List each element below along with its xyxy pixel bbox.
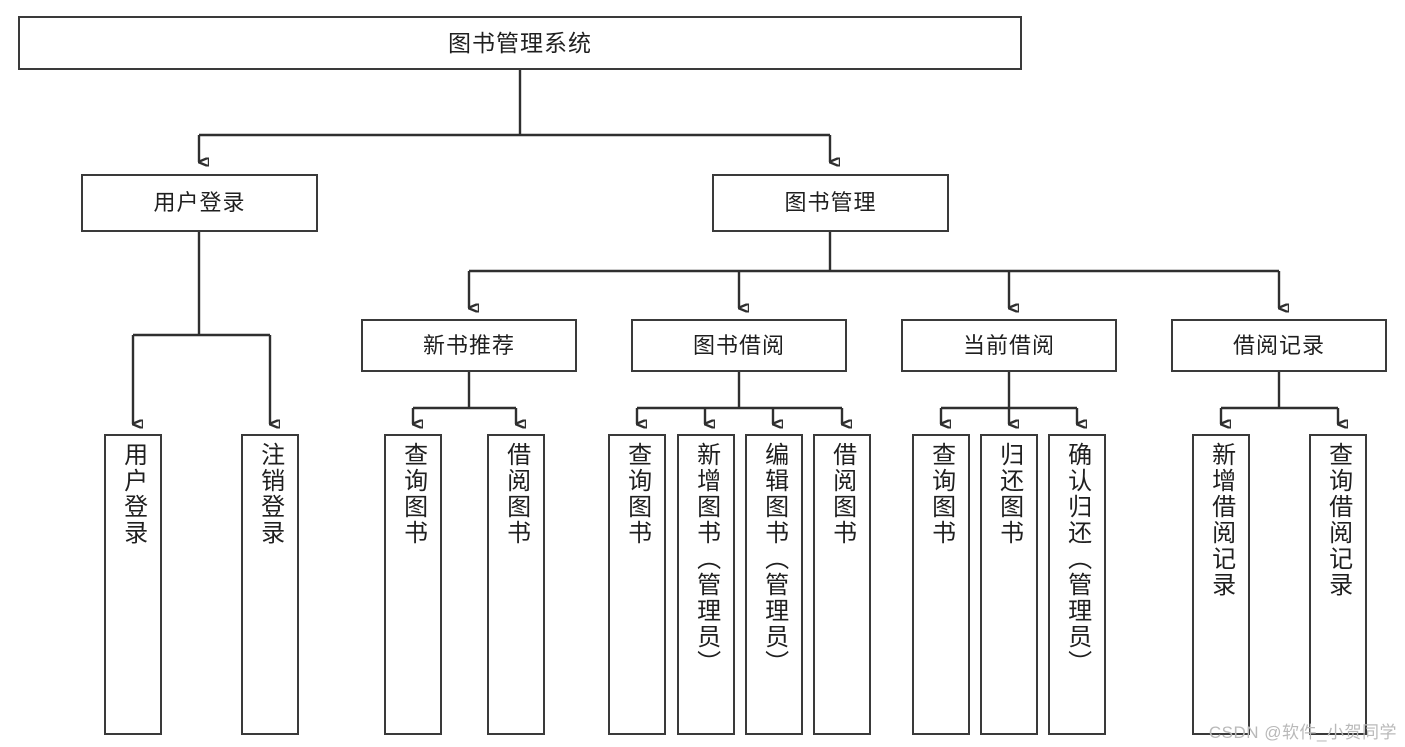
node-borrow-record[interactable]: 借阅记录 [1171,319,1387,372]
node-label: 编辑图书（管理员） [760,442,788,676]
leaf-new-book-query[interactable]: 查询图书 [384,434,442,735]
node-new-book-recommend[interactable]: 新书推荐 [361,319,577,372]
node-user-login[interactable]: 用户登录 [81,174,318,232]
node-label: 注销登录 [256,442,284,546]
node-label: 新书推荐 [422,332,515,358]
node-label: 借阅图书 [502,442,530,546]
node-book-management[interactable]: 图书管理 [712,174,949,232]
node-label: 归还图书 [995,442,1023,546]
node-label: 新增图书（管理员） [692,442,720,676]
leaf-book-borrow-lend[interactable]: 借阅图书 [813,434,871,735]
node-label: 查询图书 [927,442,955,546]
leaf-current-borrow-confirm[interactable]: 确认归还（管理员） [1048,434,1106,735]
node-label: 新增借阅记录 [1207,442,1235,598]
node-label: 用户登录 [119,442,147,546]
leaf-new-book-borrow[interactable]: 借阅图书 [487,434,545,735]
leaf-user-login-logout[interactable]: 注销登录 [241,434,299,735]
leaf-book-borrow-query[interactable]: 查询图书 [608,434,666,735]
node-label: 图书管理 [784,190,877,216]
leaf-book-borrow-add[interactable]: 新增图书（管理员） [677,434,735,735]
leaf-current-borrow-return[interactable]: 归还图书 [980,434,1038,735]
leaf-borrow-record-query[interactable]: 查询借阅记录 [1309,434,1367,735]
leaf-user-login-login[interactable]: 用户登录 [104,434,162,735]
leaf-current-borrow-query[interactable]: 查询图书 [912,434,970,735]
node-label: 借阅图书 [828,442,856,546]
node-label: 查询借阅记录 [1324,442,1352,598]
node-label: 图书借阅 [692,332,785,358]
csdn-watermark: CSDN @软件_小贺同学 [1208,723,1397,742]
node-label: 借阅记录 [1232,332,1325,358]
node-current-borrow[interactable]: 当前借阅 [901,319,1117,372]
leaf-book-borrow-edit[interactable]: 编辑图书（管理员） [745,434,803,735]
node-book-borrow[interactable]: 图书借阅 [631,319,847,372]
node-label: 当前借阅 [962,332,1055,358]
node-label: 查询图书 [623,442,651,546]
node-root-system[interactable]: 图书管理系统 [18,16,1022,70]
node-label: 用户登录 [153,190,246,216]
node-label: 确认归还（管理员） [1063,442,1091,676]
node-label: 图书管理系统 [448,29,592,56]
leaf-borrow-record-add[interactable]: 新增借阅记录 [1192,434,1250,735]
node-label: 查询图书 [399,442,427,546]
